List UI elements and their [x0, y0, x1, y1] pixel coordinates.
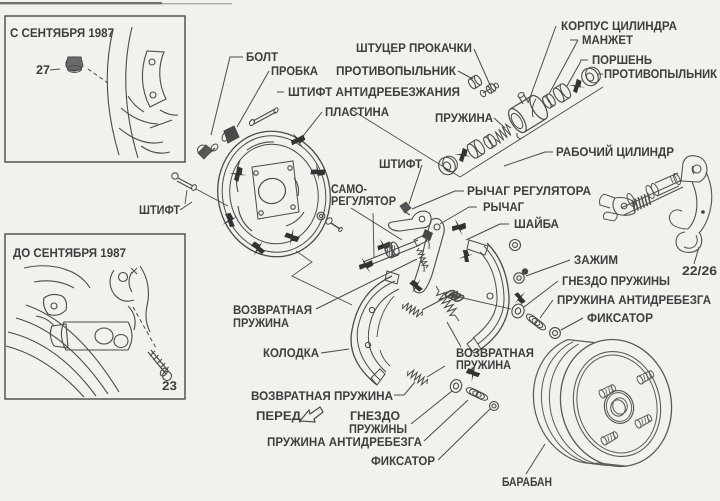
- svg-text:ВОЗВРАТНАЯ: ВОЗВРАТНАЯ: [456, 346, 534, 360]
- svg-text:ПРУЖИНА: ПРУЖИНА: [435, 111, 493, 125]
- svg-text:ФИКСАТОР: ФИКСАТОР: [587, 311, 653, 325]
- svg-text:ВОЗВРАТНАЯ ПРУЖИНА: ВОЗВРАТНАЯ ПРУЖИНА: [251, 389, 393, 403]
- svg-text:ПРУЖИНА: ПРУЖИНА: [233, 316, 289, 330]
- svg-text:ШТИФТ: ШТИФТ: [379, 157, 422, 171]
- svg-text:27: 27: [36, 63, 50, 77]
- svg-text:ПЛАСТИНА: ПЛАСТИНА: [325, 105, 389, 119]
- svg-text:РЫЧАГ РЕГУЛЯТОРА: РЫЧАГ РЕГУЛЯТОРА: [467, 184, 591, 198]
- svg-text:ШТИФТ АНТИДРЕБЕЗЖАНИЯ: ШТИФТ АНТИДРЕБЕЗЖАНИЯ: [288, 85, 460, 99]
- svg-text:САМО-: САМО-: [331, 182, 367, 196]
- svg-text:ЗАЖИМ: ЗАЖИМ: [574, 253, 618, 267]
- svg-text:ГНЕЗДО ПРУЖИНЫ: ГНЕЗДО ПРУЖИНЫ: [562, 274, 670, 288]
- svg-text:ШАЙБА: ШАЙБА: [514, 216, 559, 231]
- svg-text:БАРАБАН: БАРАБАН: [502, 475, 552, 489]
- svg-text:РАБОЧИЙ ЦИЛИНДР: РАБОЧИЙ ЦИЛИНДР: [556, 144, 674, 159]
- svg-text:ШТИФТ: ШТИФТ: [139, 203, 180, 217]
- svg-text:ПЕРЕД: ПЕРЕД: [256, 409, 301, 423]
- svg-text:ПРУЖИНА: ПРУЖИНА: [456, 358, 511, 372]
- svg-text:С СЕНТЯБРЯ 1987: С СЕНТЯБРЯ 1987: [10, 26, 114, 40]
- svg-text:ШТУЦЕР ПРОКАЧКИ: ШТУЦЕР ПРОКАЧКИ: [356, 41, 472, 55]
- svg-text:ПРОБКА: ПРОБКА: [271, 64, 318, 78]
- svg-text:ГНЕЗДО: ГНЕЗДО: [350, 409, 400, 423]
- svg-text:ПРУЖИНЫ: ПРУЖИНЫ: [349, 422, 407, 436]
- svg-text:22/26: 22/26: [682, 264, 717, 278]
- svg-text:РЫЧАГ: РЫЧАГ: [483, 200, 524, 214]
- svg-text:ВОЗВРАТНАЯ: ВОЗВРАТНАЯ: [233, 303, 312, 317]
- svg-text:ПОРШЕНЬ: ПОРШЕНЬ: [592, 53, 652, 67]
- svg-text:КОРПУС ЦИЛИНДРА: КОРПУС ЦИЛИНДРА: [561, 19, 677, 33]
- svg-text:ПРОТИВОПЫЛЬНИК: ПРОТИВОПЫЛЬНИК: [336, 64, 456, 78]
- svg-text:МАНЖЕТ: МАНЖЕТ: [582, 33, 633, 47]
- svg-text:БОЛТ: БОЛТ: [246, 50, 278, 64]
- svg-text:ФИКСАТОР: ФИКСАТОР: [371, 454, 435, 468]
- svg-text:ПРОТИВОПЫЛЬНИК: ПРОТИВОПЫЛЬНИК: [604, 67, 717, 81]
- svg-text:ДО СЕНТЯБРЯ 1987: ДО СЕНТЯБРЯ 1987: [13, 246, 126, 260]
- svg-text:РЕГУЛЯТОР: РЕГУЛЯТОР: [331, 194, 396, 208]
- svg-text:КОЛОДКА: КОЛОДКА: [263, 346, 319, 360]
- svg-text:23: 23: [162, 379, 177, 393]
- svg-text:ПРУЖИНА АНТИДРЕБЕЗГА: ПРУЖИНА АНТИДРЕБЕЗГА: [557, 293, 711, 307]
- svg-text:ПРУЖИНА АНТИДРЕБЕЗГА: ПРУЖИНА АНТИДРЕБЕЗГА: [267, 435, 422, 449]
